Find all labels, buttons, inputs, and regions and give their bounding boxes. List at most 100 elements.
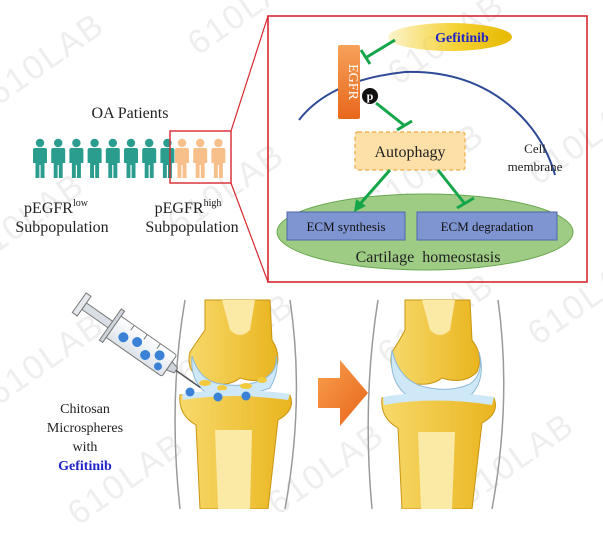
oa-patients-title: OA Patients bbox=[92, 105, 169, 122]
person-head bbox=[214, 138, 223, 148]
gefitinib-badge bbox=[388, 23, 512, 51]
syringe-plunger-cap bbox=[71, 292, 92, 317]
microsphere-syringe-4 bbox=[154, 350, 165, 361]
leg-outline-right-left bbox=[367, 299, 379, 509]
high-subpopulation-icons bbox=[175, 138, 226, 178]
low-subpopulation-icons bbox=[33, 138, 175, 178]
person-body bbox=[69, 148, 84, 178]
ecm-degradation-label: ECM degradation bbox=[441, 219, 534, 234]
person-icon-high bbox=[193, 138, 208, 178]
egfr-receptor bbox=[338, 45, 360, 119]
microsphere-joint-1 bbox=[185, 387, 195, 397]
inhibit-autophagy-degradation-bar bbox=[456, 196, 475, 210]
zoom-line-bottom bbox=[230, 182, 269, 283]
person-icon-high bbox=[211, 138, 226, 178]
treatment-line-2: Microspheres bbox=[47, 421, 123, 436]
arrow-autophagy-synthesis-head bbox=[354, 199, 366, 212]
person-body bbox=[124, 148, 138, 178]
person-icon-low bbox=[142, 138, 157, 178]
cell-membrane-label-1: Cell bbox=[524, 141, 546, 156]
high-subpopulation-highlight-box bbox=[169, 130, 232, 184]
person-icon-low bbox=[87, 138, 102, 178]
inhibit-egfr-autophagy bbox=[375, 101, 406, 128]
autophagy-box bbox=[354, 131, 466, 171]
person-body bbox=[142, 148, 157, 178]
person-head bbox=[72, 138, 81, 148]
microsphere-syringe-1 bbox=[118, 332, 129, 343]
microsphere-syringe-5 bbox=[153, 362, 162, 371]
syringe-tick-1 bbox=[130, 325, 135, 331]
zoom-line-top bbox=[230, 15, 269, 132]
person-body bbox=[33, 148, 47, 178]
lesion-3 bbox=[240, 383, 252, 389]
microsphere-joint-2 bbox=[213, 392, 223, 402]
person-head bbox=[177, 138, 187, 148]
microsphere-joint-3 bbox=[241, 391, 251, 401]
cell-membrane bbox=[298, 70, 556, 176]
egfr-label: EGFR bbox=[345, 64, 360, 100]
lesion-2 bbox=[217, 385, 227, 391]
person-icon-low bbox=[33, 138, 47, 178]
person-head bbox=[196, 138, 205, 148]
syringe-tip bbox=[165, 360, 179, 374]
femur-marrow-right bbox=[422, 300, 455, 335]
person-body bbox=[211, 148, 226, 178]
phospho-label: p bbox=[367, 89, 374, 103]
high-label-sup: high bbox=[204, 198, 222, 209]
person-head bbox=[90, 138, 99, 148]
inhibit-gefitinib-egfr-bar bbox=[359, 49, 372, 65]
person-head bbox=[108, 138, 118, 148]
person-icon-low bbox=[51, 138, 66, 178]
diagram-canvas: OA Patients pEGFRlow Subpopulation pEGFR… bbox=[15, 15, 588, 509]
syringe-tick-2 bbox=[143, 334, 148, 340]
phospho-badge bbox=[362, 88, 378, 104]
person-body bbox=[105, 148, 120, 178]
person-body bbox=[87, 148, 102, 178]
microsphere-syringe-3 bbox=[140, 349, 151, 360]
person-body bbox=[51, 148, 66, 178]
leg-outline-right bbox=[284, 299, 298, 509]
arrow-autophagy-synthesis bbox=[358, 169, 392, 205]
microsphere-syringe-2 bbox=[132, 337, 143, 348]
tibia-cartilage-left bbox=[182, 390, 290, 400]
gefitinib-label: Gefitinib bbox=[435, 31, 489, 46]
tibia-cartilage-right bbox=[383, 392, 494, 405]
person-body bbox=[160, 148, 175, 178]
pathway-frame bbox=[267, 15, 588, 283]
person-head bbox=[145, 138, 154, 148]
low-subpopulation-label: pEGFRlow bbox=[24, 198, 89, 217]
leg-outline-right-right bbox=[491, 299, 505, 509]
low-label-prefix: pEGFR bbox=[24, 200, 73, 217]
femur-marrow-left bbox=[222, 300, 255, 335]
person-body bbox=[193, 148, 208, 178]
tibia-marrow-right bbox=[418, 432, 455, 509]
ecm-degradation-box bbox=[416, 211, 558, 241]
person-icon-high bbox=[175, 138, 189, 178]
high-subpopulation-word: Subpopulation bbox=[145, 219, 238, 236]
ecm-synthesis-label: ECM synthesis bbox=[306, 219, 385, 234]
treatment-drug: Gefitinib bbox=[58, 459, 112, 474]
low-subpopulation-word: Subpopulation bbox=[15, 219, 108, 236]
low-label-sup: low bbox=[73, 198, 89, 209]
syringe-tick-3 bbox=[156, 343, 161, 349]
lesion-4 bbox=[257, 377, 267, 383]
treatment-line-3: with bbox=[73, 440, 98, 455]
treatment-line-1: Chitosan bbox=[60, 402, 110, 417]
lesion-1 bbox=[199, 380, 211, 386]
high-label-prefix: pEGFR bbox=[155, 200, 204, 217]
inhibit-gefitinib-egfr bbox=[366, 38, 396, 59]
person-icon-low bbox=[69, 138, 84, 178]
syringe-flange bbox=[98, 308, 126, 344]
syringe bbox=[71, 292, 201, 389]
person-head bbox=[35, 138, 45, 148]
person-icon-low bbox=[160, 138, 175, 178]
person-body bbox=[175, 148, 189, 178]
knee-diseased bbox=[174, 299, 298, 509]
tibia-marrow-left bbox=[215, 430, 252, 509]
treatment-result-arrow bbox=[318, 360, 368, 426]
syringe-needle bbox=[175, 369, 201, 389]
person-icon-low bbox=[105, 138, 120, 178]
leg-outline-left bbox=[174, 299, 186, 509]
homeostasis-label: Cartilage homeostasis bbox=[356, 249, 501, 266]
inhibit-egfr-autophagy-bar bbox=[396, 119, 413, 132]
